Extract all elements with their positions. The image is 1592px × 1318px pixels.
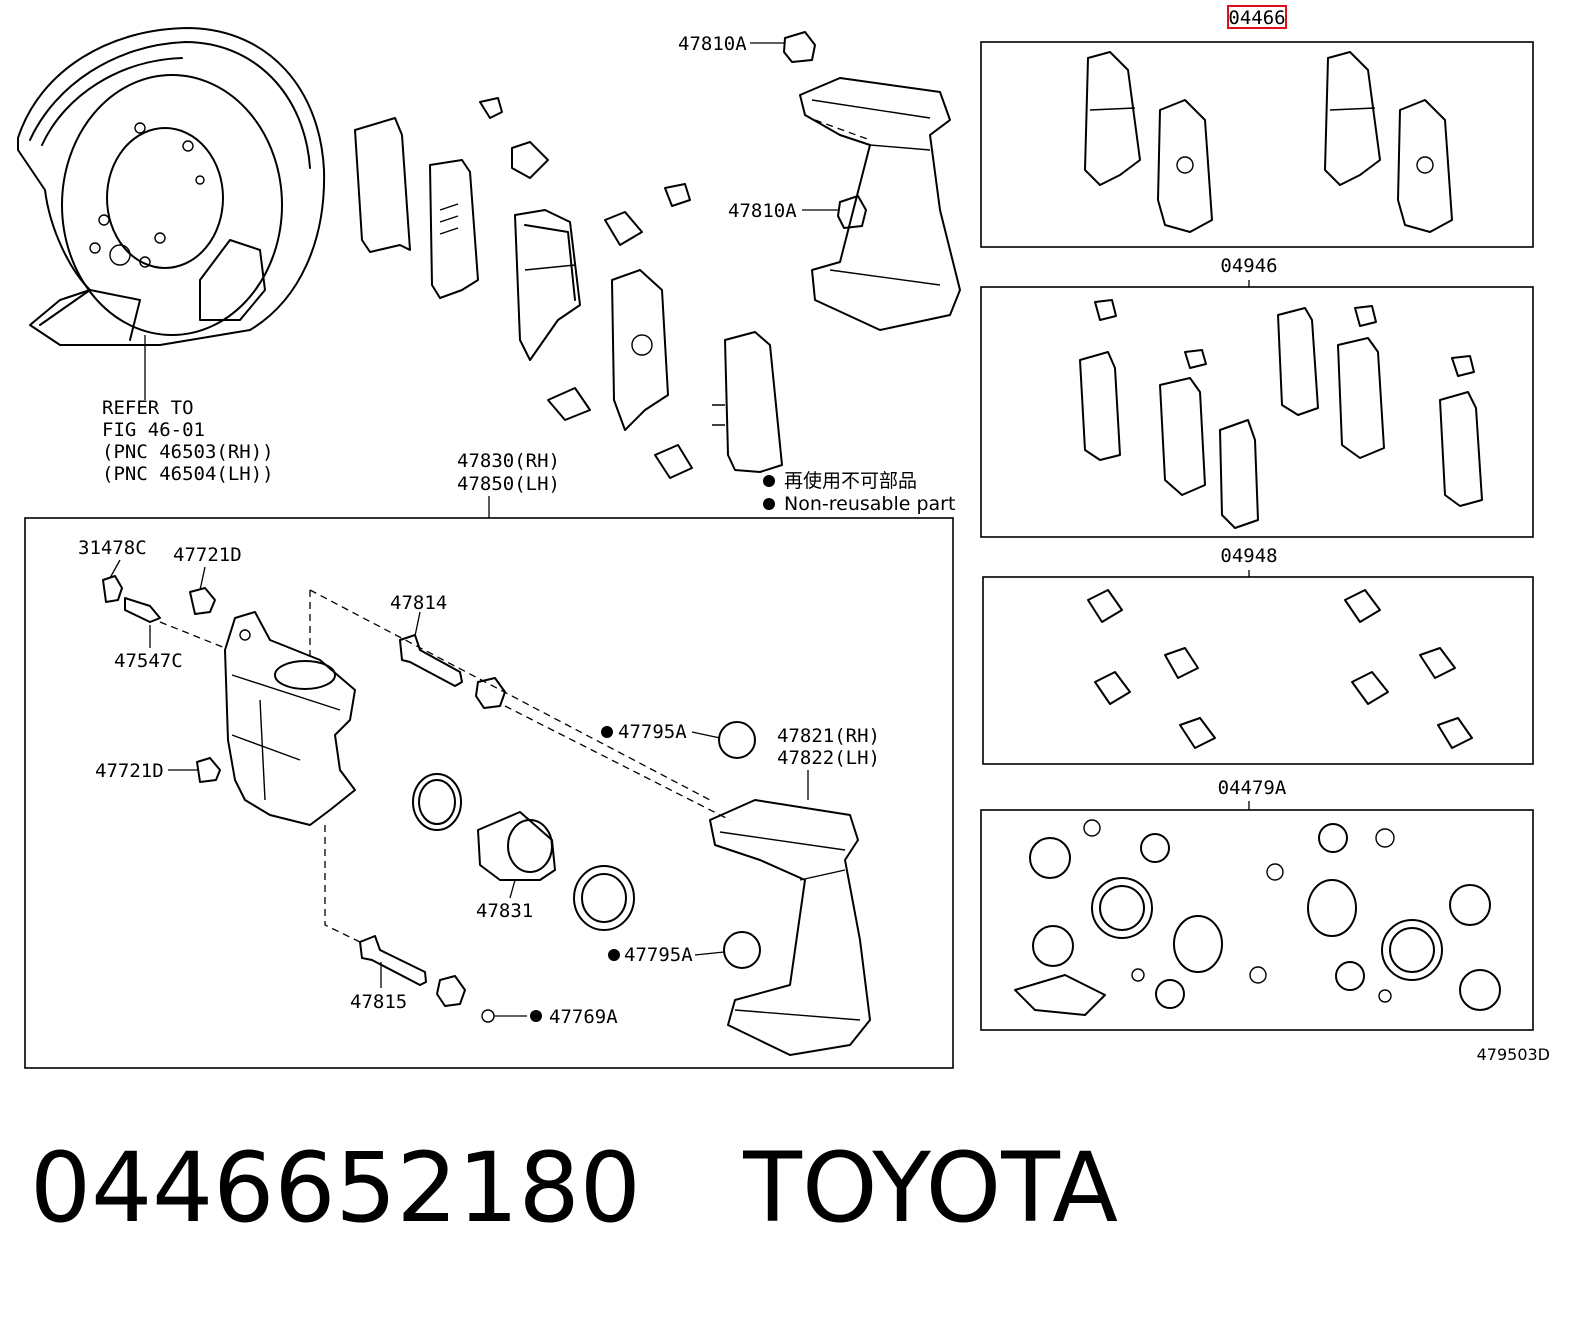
legend-dot-icon	[763, 475, 775, 487]
label-31478c[interactable]: 31478C	[78, 537, 147, 559]
label-kit-04948[interactable]: 04948	[1220, 545, 1277, 567]
shim-plates-drawing	[354, 97, 783, 479]
kit-box-04946	[980, 286, 1534, 538]
kit-box-04948	[982, 576, 1534, 765]
non-reusable-marker-icon	[601, 726, 613, 738]
dust-shield-drawing	[17, 27, 326, 400]
caliper-assembly-drawing	[102, 559, 871, 1056]
label-kit-04466[interactable]: 04466	[1228, 7, 1285, 29]
illustration-number: 479503D	[1477, 1045, 1550, 1064]
label-47795a-bottom[interactable]: 47795A	[624, 944, 693, 966]
label-47769a[interactable]: 47769A	[549, 1006, 618, 1028]
label-47822-lh[interactable]: 47822(LH)	[777, 747, 880, 769]
label-47721d-top[interactable]: 47721D	[173, 544, 242, 566]
label-47831[interactable]: 47831	[476, 900, 533, 922]
kit-box-04479A	[980, 809, 1534, 1031]
footer-caption: 0446652180 TOYOTA	[30, 1128, 1118, 1248]
label-47850-lh[interactable]: 47850(LH)	[457, 473, 560, 495]
label-kit-04479a[interactable]: 04479A	[1218, 777, 1287, 799]
part-number: 0446652180	[30, 1132, 641, 1244]
parts-diagram: 04466 04946 04948 04479A 47810A 47810A R…	[17, 5, 1550, 1069]
highlight-frame-04466	[1227, 5, 1287, 29]
label-47795a-top[interactable]: 47795A	[618, 721, 687, 743]
label-47815[interactable]: 47815	[350, 991, 407, 1013]
refer-note-line1: REFER TO	[102, 397, 194, 419]
caliper-assembly-box	[24, 517, 954, 1069]
refer-note-line2: FIG 46-01	[102, 419, 205, 441]
label-47547c[interactable]: 47547C	[114, 650, 183, 672]
label-47814[interactable]: 47814	[390, 592, 447, 614]
label-kit-04946[interactable]: 04946	[1220, 255, 1277, 277]
label-47810a-mid[interactable]: 47810A	[728, 200, 797, 222]
label-47821-rh[interactable]: 47821(RH)	[777, 725, 880, 747]
brand-name: TOYOTA	[743, 1132, 1119, 1244]
label-47810a-top[interactable]: 47810A	[678, 33, 747, 55]
refer-note-line4: (PNC 46504(LH))	[102, 463, 274, 485]
mounting-bracket-top-drawing	[783, 31, 961, 331]
non-reusable-marker-icon	[608, 949, 620, 961]
legend-dot-icon	[763, 498, 775, 510]
legend-text-jp: 再使用不可部品	[784, 470, 917, 492]
legend-text-en: Non-reusable part	[784, 493, 955, 515]
kit-box-04466	[980, 41, 1534, 248]
label-47830-rh[interactable]: 47830(RH)	[457, 450, 560, 472]
non-reusable-marker-icon	[530, 1010, 542, 1022]
refer-note-line3: (PNC 46503(RH))	[102, 441, 274, 463]
label-47721d-side[interactable]: 47721D	[95, 760, 164, 782]
